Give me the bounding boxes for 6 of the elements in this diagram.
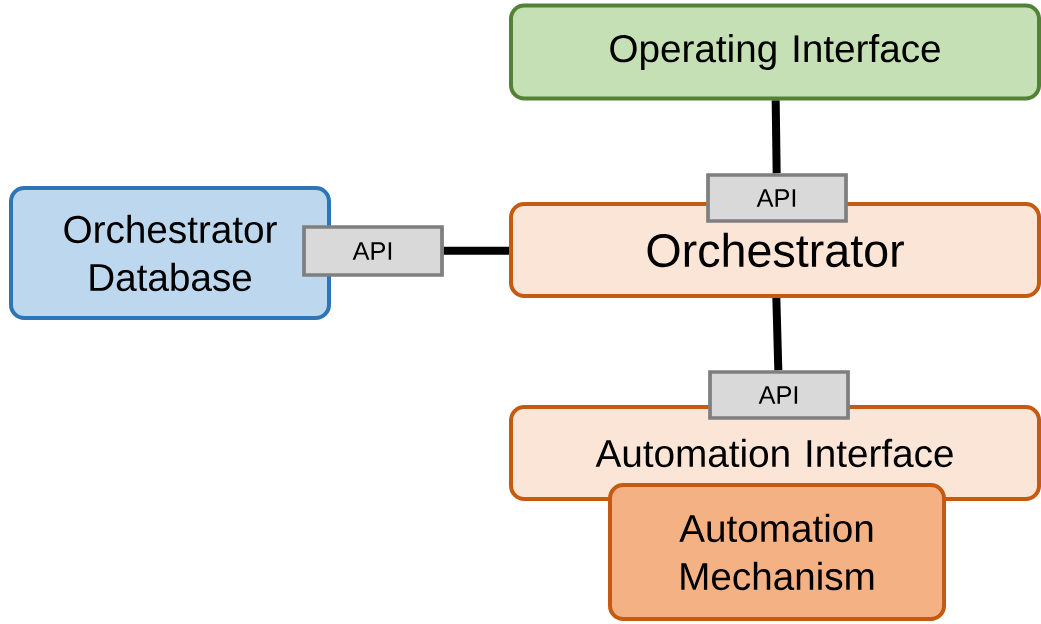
- database-box: Orchestrator Database: [9, 186, 331, 320]
- mechanism-box: Automation Mechanism: [608, 483, 946, 621]
- api-box: API: [706, 173, 848, 223]
- api-box: API: [302, 225, 444, 277]
- api-box: API: [708, 370, 850, 420]
- interface-box: Operating Interface: [509, 3, 1041, 101]
